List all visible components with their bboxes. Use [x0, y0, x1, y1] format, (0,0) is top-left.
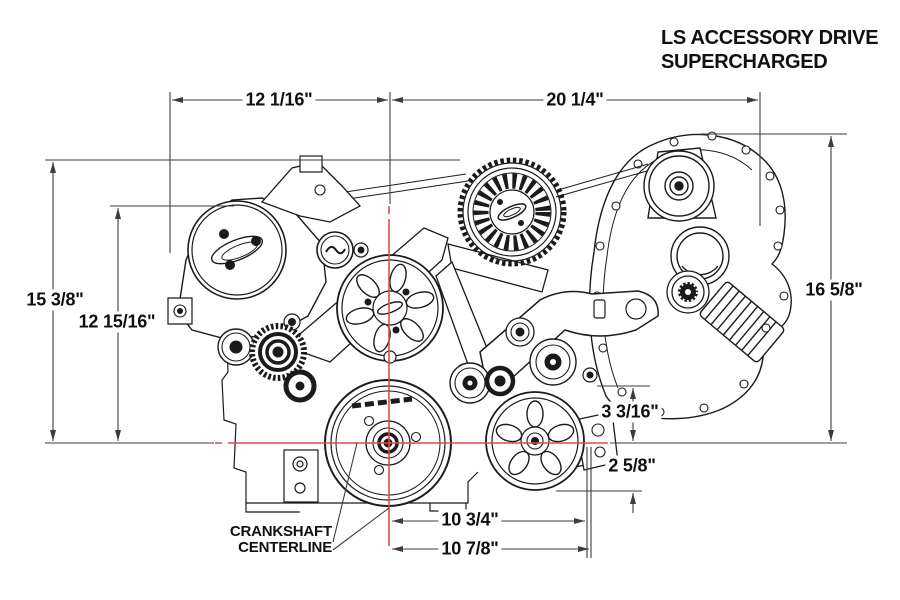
drawing-title: LS ACCESSORY DRIVE SUPERCHARGED [661, 26, 879, 74]
drawing-title-line-2: SUPERCHARGED [661, 51, 828, 73]
water-outlet [699, 281, 785, 363]
supercharger-drive-cogged-pulley [457, 157, 567, 267]
supercharger-top-pulley [643, 147, 717, 222]
dim-label-12-15-16: 12 15/16" [75, 311, 159, 333]
dim-label-15-3-8: 15 3/8" [23, 289, 87, 311]
dim-label-10-7-8: 10 7/8" [438, 538, 502, 560]
dim-label-3-3-16: 3 3/16" [598, 401, 662, 423]
crankshaft-callout-line-1: CRANKSHAFT [229, 523, 332, 540]
crankshaft-centerlines [215, 206, 608, 546]
dim-label-16-5-8: 16 5/8" [802, 279, 866, 301]
thermostat-pulley [316, 231, 369, 269]
crankshaft-centerline-callout: CRANKSHAFT CENTERLINE [210, 524, 332, 556]
idler-pulleys [217, 323, 598, 404]
engine-block [221, 291, 607, 513]
drawing-title-line-1: LS ACCESSORY DRIVE [661, 27, 879, 49]
supercharger-splined-pulley [666, 270, 710, 314]
dim-label-2-5-8: 2 5/8" [605, 455, 659, 477]
crankshaft-callout-line-2: CENTERLINE [238, 539, 332, 556]
dim-label-10-3-4: 10 3/4" [438, 509, 502, 531]
dim-label-12-1-16: 12 1/16" [242, 89, 316, 111]
water-pump-pulley [336, 254, 444, 362]
dim-label-20-1-4: 20 1/4" [543, 89, 607, 111]
power-steering-pulley [485, 391, 619, 491]
